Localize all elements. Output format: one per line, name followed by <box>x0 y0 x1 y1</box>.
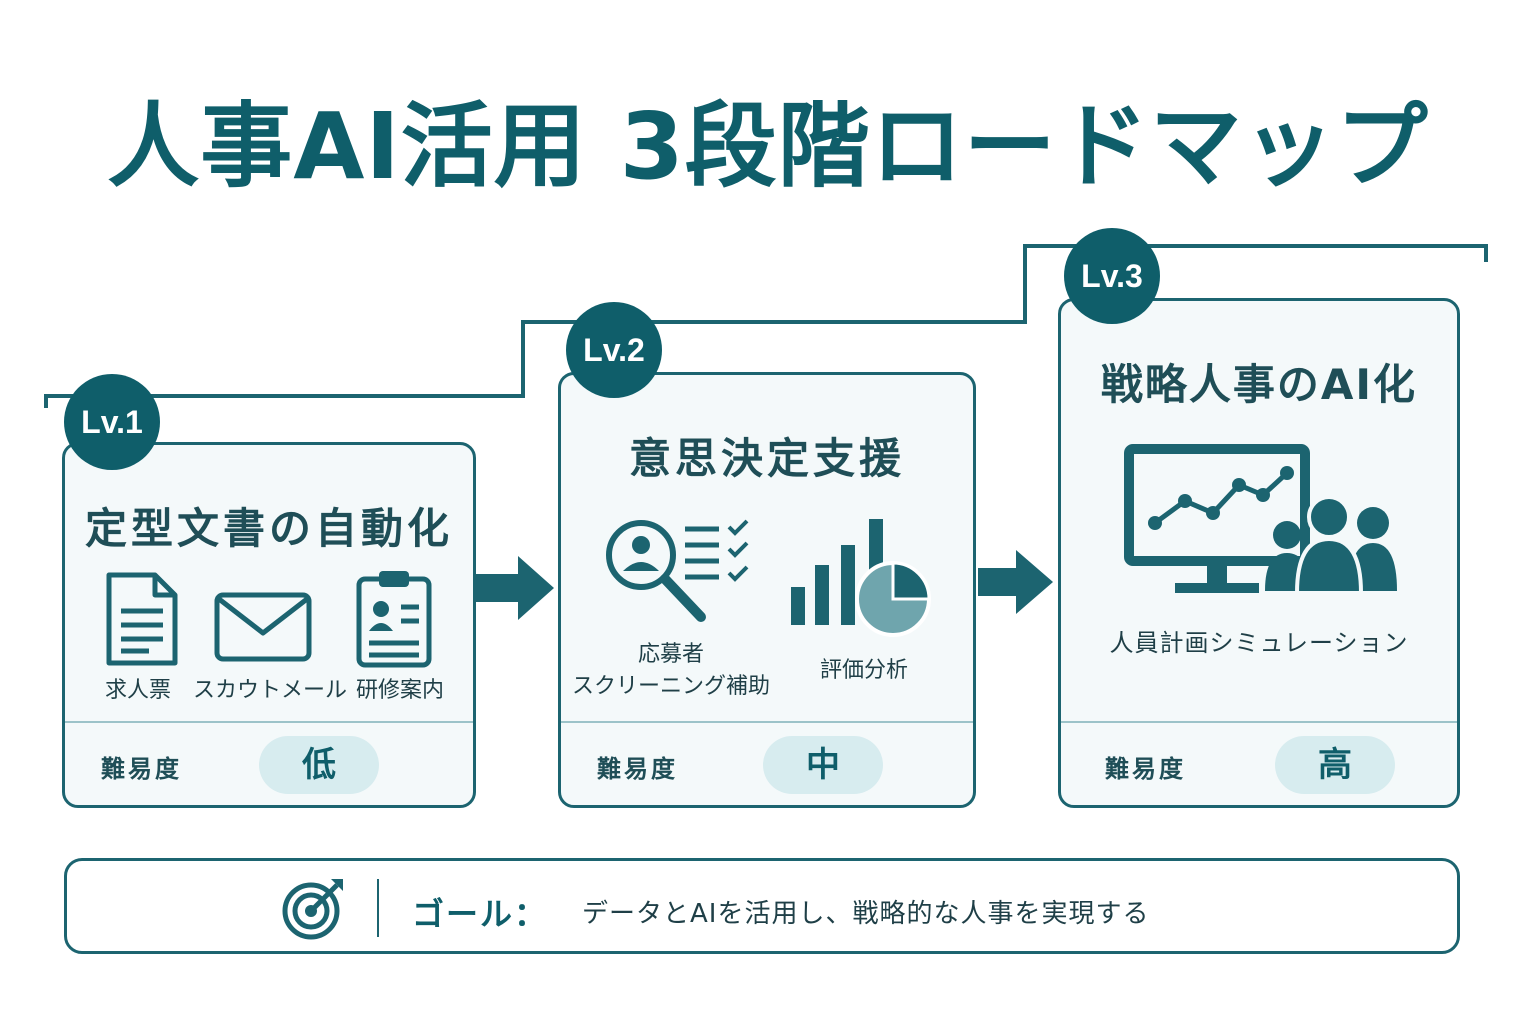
goal-divider <box>377 879 379 937</box>
level-2-card: 意思決定支援 応募者 スクリーニング補助 評価分析 難易度 中 <box>558 372 976 808</box>
goal-text: データとAIを活用し、戦略的な人事を実現する <box>582 899 1150 929</box>
clipboard-icon <box>356 571 432 668</box>
arrow-lv1-to-lv2 <box>476 556 554 620</box>
bar-pie-chart-icon <box>791 519 931 637</box>
level-3-card: 戦略人事のAI化 人員計画シミュレーション 難易度 高 <box>1058 298 1460 808</box>
level-1-title: 定型文書の自動化 <box>84 504 453 553</box>
level-3-footer: 難易度 高 <box>1061 721 1457 805</box>
monitor-people-icon <box>1124 444 1397 595</box>
level-1-badge: Lv.1 <box>64 374 160 470</box>
difficulty-label: 難易度 <box>101 755 182 783</box>
item-training-notice: 研修案内 <box>355 678 444 703</box>
item-applicant-screening: 応募者 スクリーニング補助 <box>571 642 770 699</box>
target-icon <box>282 879 343 940</box>
goal-bar: ゴール： データとAIを活用し、戦略的な人事を実現する <box>64 858 1460 954</box>
difficulty-badge-high: 高 <box>1275 736 1395 794</box>
item-headcount-simulation: 人員計画シミュレーション <box>1109 629 1409 657</box>
difficulty-label: 難易度 <box>597 755 678 783</box>
envelope-icon <box>214 592 312 662</box>
item-scout-mail: スカウトメール <box>193 678 348 703</box>
level-1-footer: 難易度 低 <box>65 721 473 805</box>
level-2-title: 意思決定支援 <box>628 434 905 483</box>
difficulty-badge-low: 低 <box>259 736 379 794</box>
item-evaluation-analysis: 評価分析 <box>819 658 908 683</box>
level-1-card: 定型文書の自動化 求人票 スカウトメール 研修案内 難易度 低 <box>62 442 476 808</box>
item-job-posting: 求人票 <box>104 678 171 703</box>
arrow-lv2-to-lv3 <box>978 550 1053 614</box>
level-3-title: 戦略人事のAI化 <box>1100 360 1418 409</box>
page-title: 人事AI活用 3段階ロードマップ <box>107 93 1429 200</box>
applicant-search-icon <box>606 519 749 622</box>
goal-label: ゴール： <box>412 895 549 933</box>
difficulty-label: 難易度 <box>1105 755 1186 783</box>
difficulty-badge-medium: 中 <box>763 736 883 794</box>
document-icon <box>106 572 178 666</box>
level-2-footer: 難易度 中 <box>561 721 973 805</box>
level-2-badge: Lv.2 <box>566 302 662 398</box>
level-3-badge: Lv.3 <box>1064 228 1160 324</box>
